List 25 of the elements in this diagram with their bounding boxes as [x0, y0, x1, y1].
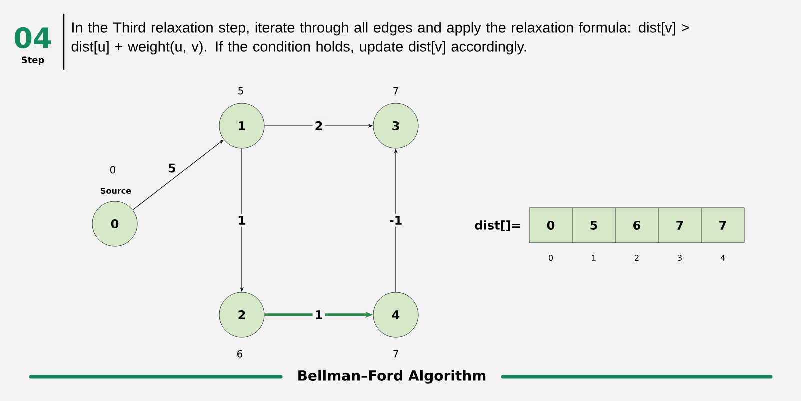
edge-label: -1 — [387, 214, 405, 227]
index-label: 1 — [592, 255, 596, 261]
distance-label: 0 — [110, 166, 116, 174]
array-cell: 6 — [615, 208, 659, 244]
index-label: 4 — [720, 255, 726, 261]
edge-label: 2 — [312, 120, 326, 132]
caption-text: Bellman–Ford Algorithm — [298, 370, 486, 384]
distance-label: 5 — [238, 87, 244, 95]
source-label: Source — [101, 188, 132, 194]
edge-label: 1 — [312, 308, 326, 322]
index-label: 0 — [549, 254, 554, 261]
step-number: 04 — [14, 27, 52, 49]
array-cell: 5 — [572, 208, 616, 244]
edge-label: 1 — [236, 214, 248, 227]
distance-label: 7 — [394, 350, 398, 358]
index-label: 2 — [635, 255, 639, 261]
distance-label: 7 — [394, 87, 398, 95]
array-cell: 0 — [529, 208, 573, 244]
array-cell: 7 — [658, 208, 702, 244]
index-label: 3 — [678, 254, 682, 261]
distance-label: 6 — [238, 350, 243, 358]
step-label: Step — [22, 56, 44, 66]
title-text: In the Third relaxation step, iterate through all edges and apply the relaxation formula: dist[v] > dist[u] + weight(u, v). If the condition holds, update dist[v] accordingly. — [72, 22, 689, 55]
array-cell: 7 — [701, 208, 745, 244]
edge-label: 5 — [168, 164, 176, 173]
